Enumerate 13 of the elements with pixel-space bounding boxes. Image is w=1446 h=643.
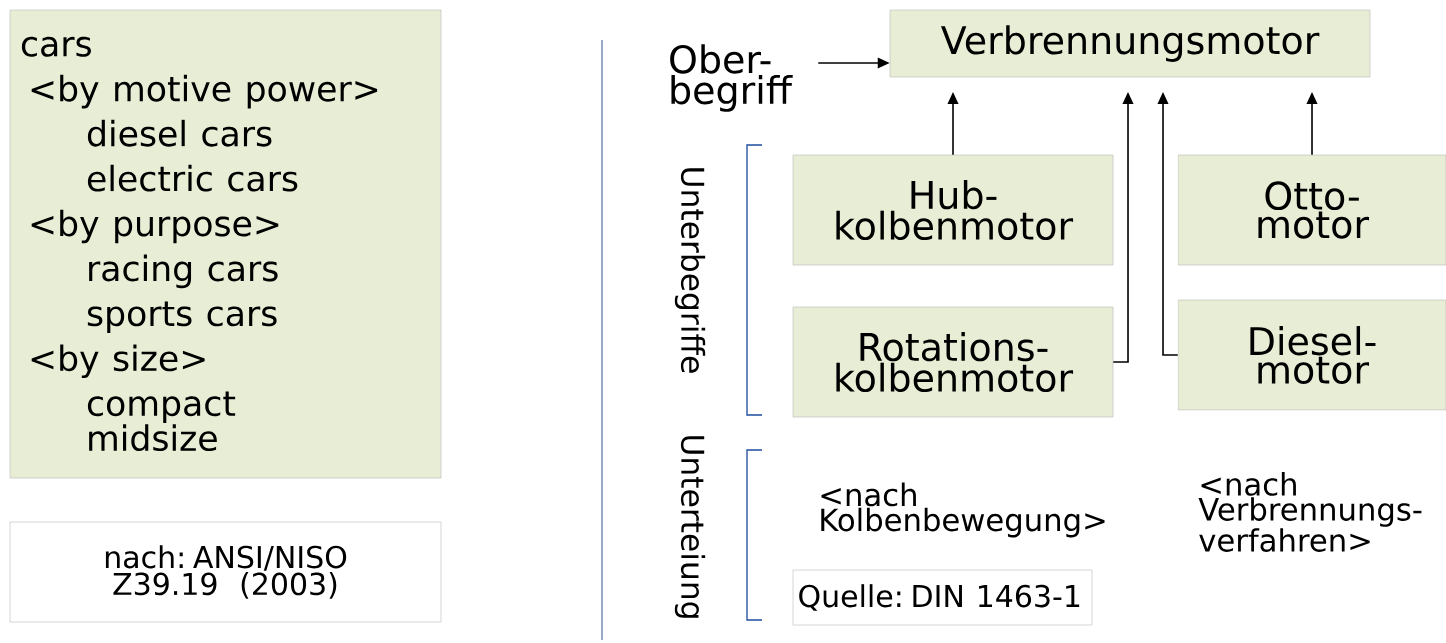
term-list-box: cars <by motive power> diesel cars electric cars <by purpose> racing cars sports cars <by size> compact midsize <box>9 9 442 479</box>
term-box: Rotations- kolbenmotor <box>792 306 1114 418</box>
subdivision-label: <nach Kolbenbewegung> <box>821 482 1105 538</box>
term-box: Verbrennungsmotor <box>889 9 1371 78</box>
term-box: Hub- kolbenmotor <box>792 154 1114 266</box>
source-box: Quelle: DIN 1463-1 <box>792 569 1093 626</box>
term-box: Otto- motor <box>1177 154 1446 266</box>
subdivision-label: <nach Verbrennungs- verfahren> <box>1198 472 1422 552</box>
term-box: nach: ANSI/NISO Z39.19 (2003) <box>9 521 442 623</box>
category-label: Unterbegriffe <box>674 168 706 373</box>
term-box: Diesel- motor <box>1177 299 1446 411</box>
category-label: Unterteiung <box>674 436 706 618</box>
term-text: Ober- begriff <box>670 44 793 112</box>
